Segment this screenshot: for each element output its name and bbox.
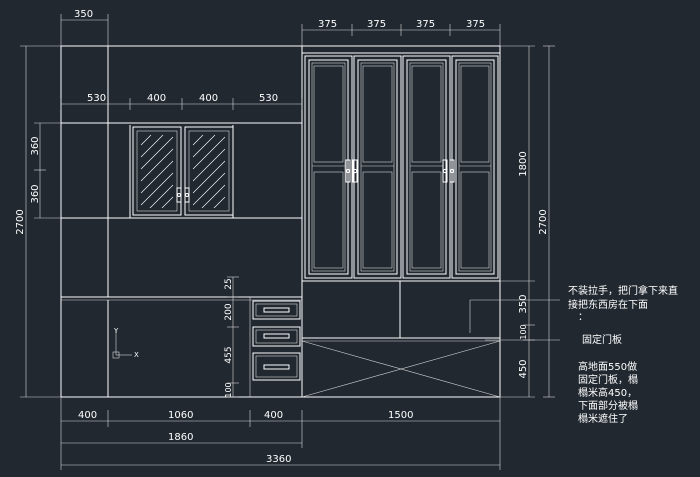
wardrobe-doors	[304, 55, 499, 279]
axis-y-label: Y	[113, 327, 119, 335]
glass-hatch-left	[140, 134, 174, 209]
right-wardrobe	[301, 45, 501, 398]
dim-bottom-400-mid: 400	[264, 410, 283, 421]
dim-top-350: 350	[74, 9, 93, 20]
dim-upper-400-a: 400	[147, 93, 166, 104]
dim-upper-530-right: 530	[259, 93, 278, 104]
dim-right-2700: 2700	[538, 209, 549, 234]
dim-bottom-1500: 1500	[388, 410, 413, 421]
dim-right-350: 350	[518, 294, 529, 313]
note-no-handle-line1: 不装拉手，把门拿下来直	[568, 284, 678, 297]
dim-door-375-b: 375	[367, 19, 386, 30]
annotation-notes: 不装拉手，把门拿下来直 接把东西房在下面 ： 固定门板 高地面550做 固定门板…	[568, 284, 678, 425]
note-no-handle-line3: ：	[578, 312, 588, 323]
dim-right-1800: 1800	[518, 151, 529, 176]
note-no-handle-line2: 接把东西房在下面	[568, 298, 648, 311]
upper-glass-doors	[132, 126, 234, 216]
dim-right-100: 100	[519, 324, 528, 339]
ucs-axis-icon: Y X	[112, 327, 139, 359]
wardrobe-handles-icon	[345, 159, 455, 183]
glass-hatch-right	[192, 134, 226, 209]
dim-door-375-a: 375	[318, 19, 337, 30]
dim-drawer-200: 200	[224, 303, 234, 320]
dim-left-360-b: 360	[30, 184, 41, 203]
dim-left-2700: 2700	[15, 209, 26, 234]
dim-door-375-d: 375	[466, 19, 485, 30]
dim-drawer-455: 455	[224, 346, 234, 363]
note-height-line2: 固定门板，榻	[578, 373, 638, 386]
dim-left-360-a: 360	[30, 136, 41, 155]
dim-bottom-1860: 1860	[168, 432, 193, 443]
note-height-line1: 高地面550做	[578, 360, 637, 373]
dim-bottom-400-left: 400	[78, 410, 97, 421]
drawer-stack	[249, 297, 301, 397]
note-height-line4: 下面部分被榻	[578, 399, 638, 412]
note-height-line3: 榻米高450，	[578, 386, 637, 399]
dim-drawer-100: 100	[224, 382, 233, 397]
dim-right-450: 450	[518, 359, 529, 378]
dim-bottom-3360: 3360	[266, 454, 291, 465]
dim-door-375-c: 375	[416, 19, 435, 30]
upper-door-handles-icon	[176, 187, 190, 203]
note-height-line5: 榻米遮住了	[578, 412, 628, 425]
axis-x-label: X	[134, 351, 139, 359]
dimension-lines	[20, 14, 560, 470]
dim-upper-400-b: 400	[199, 93, 218, 104]
dim-drawer-25: 25	[224, 278, 234, 289]
dim-bottom-1060: 1060	[168, 410, 193, 421]
dimension-labels: 350 375 375 375 375 530 400 400 530 360 …	[15, 9, 549, 465]
dim-upper-530-left: 530	[87, 93, 106, 104]
note-fixed-panel: 固定门板	[582, 333, 622, 346]
